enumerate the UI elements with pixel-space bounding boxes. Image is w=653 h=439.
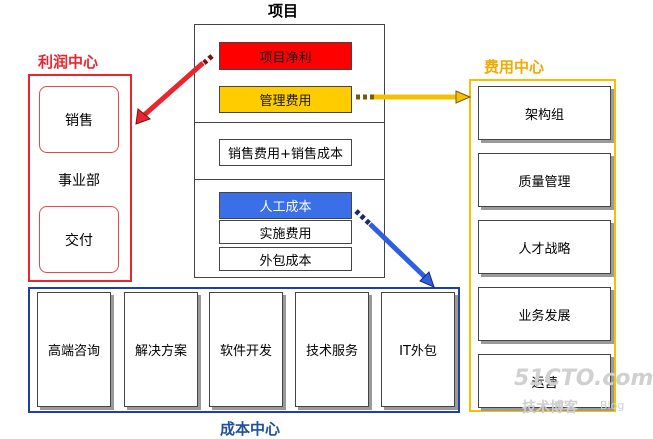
delivery-box: 交付 [39,206,119,273]
project-divider-2 [195,179,384,180]
cost-center-title: 成本中心 [220,420,281,438]
outsourcing-cost-box: 外包成本 [219,247,352,271]
net-profit-box: 项目净利 [219,42,352,70]
labor-cost-box: 人工成本 [219,192,352,219]
cost-item: 高端咨询 [37,292,111,407]
sales-cost-box: 销售费用+销售成本 [219,139,352,166]
sales-box: 销售 [39,86,119,153]
watermark-subtitle: 技术博客 [522,400,578,416]
project-title: 项目 [268,2,299,20]
cost-item: IT外包 [381,292,455,407]
management-cost-box: 管理费用 [219,86,352,113]
expense-center-title: 费用中心 [484,58,545,76]
cost-item: 解决方案 [124,292,198,407]
watermark-site: 51CTO.com [514,366,653,391]
expense-item: 质量管理 [478,153,611,207]
expense-item: 运营 [478,354,611,408]
expense-item: 人才战略 [478,220,611,274]
project-divider-1 [195,122,384,123]
profit-center-title: 利润中心 [38,53,99,71]
implementation-cost-box: 实施费用 [219,220,352,244]
expense-item: 架构组 [478,86,611,140]
cost-item: 技术服务 [295,292,369,407]
cost-item: 软件开发 [209,292,283,407]
watermark-blog: Blog [600,399,625,412]
expense-item: 业务发展 [478,287,611,341]
division-label: 事业部 [58,173,100,189]
